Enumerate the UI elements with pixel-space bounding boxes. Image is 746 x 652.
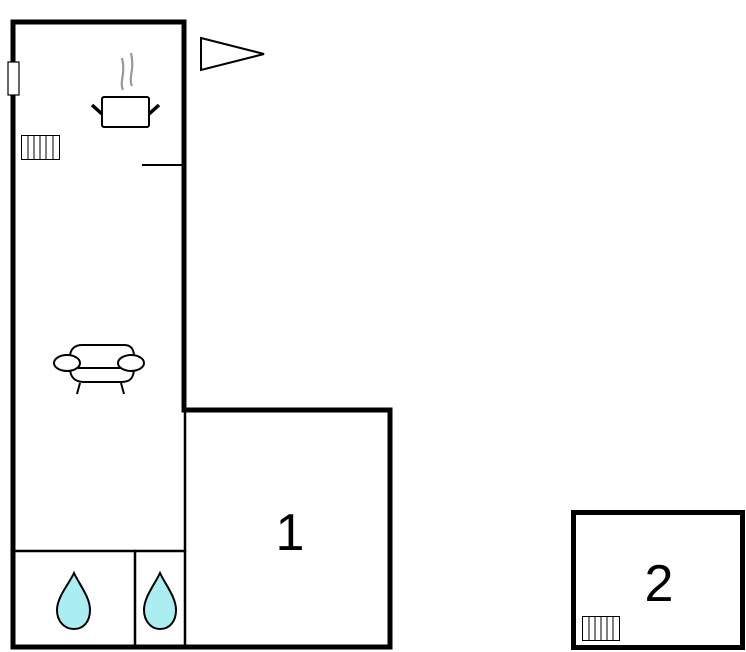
- radiator-icon: [21, 135, 60, 160]
- water-drop-icon: [142, 570, 178, 631]
- cooking-pot-icon: [90, 52, 161, 128]
- room-1-label: 1: [276, 504, 305, 562]
- window-icon: [7, 61, 20, 96]
- water-drop-icon: [55, 570, 92, 631]
- north-arrow-icon: [200, 36, 265, 72]
- room-2-walls: [571, 510, 745, 650]
- sofa-icon: [53, 344, 145, 395]
- walls: [10, 19, 393, 650]
- outer-wall: [10, 19, 393, 650]
- radiator-icon: [582, 616, 620, 641]
- room-2-label: 2: [645, 555, 674, 613]
